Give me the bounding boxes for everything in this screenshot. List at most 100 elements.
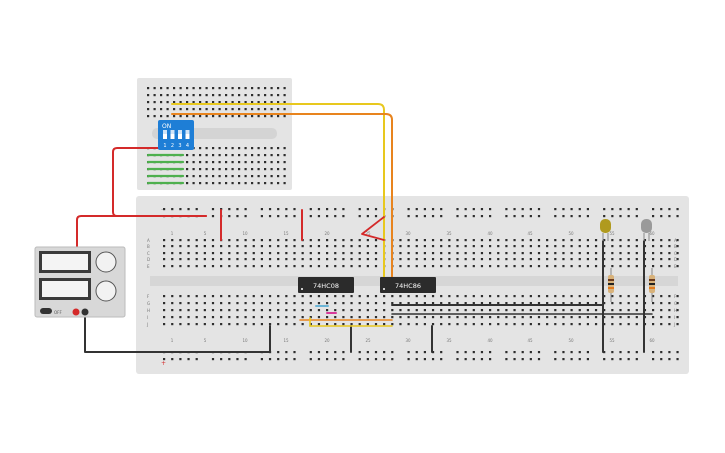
breadboard-hole[interactable] xyxy=(660,302,663,305)
breadboard-hole[interactable] xyxy=(537,302,541,305)
breadboard-hole[interactable] xyxy=(179,239,182,242)
breadboard-hole[interactable] xyxy=(586,295,589,298)
breadboard-hole[interactable] xyxy=(660,316,663,319)
breadboard-hole[interactable] xyxy=(187,258,190,261)
breadboard-hole[interactable] xyxy=(283,101,286,104)
breadboard-hole[interactable] xyxy=(399,252,402,255)
breadboard-hole[interactable] xyxy=(366,358,369,361)
breadboard-hole[interactable] xyxy=(603,302,606,305)
breadboard-hole[interactable] xyxy=(554,351,557,354)
breadboard-hole[interactable] xyxy=(537,215,541,218)
breadboard-hole[interactable] xyxy=(635,295,638,298)
breadboard-hole[interactable] xyxy=(480,208,484,211)
breadboard-hole[interactable] xyxy=(537,245,541,248)
breadboard-hole[interactable] xyxy=(277,182,280,185)
breadboard-hole[interactable] xyxy=(440,208,443,211)
breadboard-hole[interactable] xyxy=(578,358,581,361)
breadboard-hole[interactable] xyxy=(268,302,272,305)
breadboard-hole[interactable] xyxy=(260,302,263,305)
breadboard-hole[interactable] xyxy=(415,245,418,248)
breadboard-hole[interactable] xyxy=(163,258,166,261)
breadboard-hole[interactable] xyxy=(603,245,606,248)
breadboard-hole[interactable] xyxy=(431,245,435,248)
breadboard-hole[interactable] xyxy=(529,252,532,255)
breadboard-hole[interactable] xyxy=(199,182,202,185)
breadboard-hole[interactable] xyxy=(147,87,150,90)
breadboard-hole[interactable] xyxy=(594,295,598,298)
breadboard-hole[interactable] xyxy=(277,358,280,361)
breadboard-hole[interactable] xyxy=(251,108,254,111)
breadboard-hole[interactable] xyxy=(270,115,273,118)
breadboard-hole[interactable] xyxy=(431,208,435,211)
yellow-wire[interactable] xyxy=(171,103,385,283)
breadboard-hole[interactable] xyxy=(594,302,598,305)
breadboard-hole[interactable] xyxy=(257,175,260,178)
breadboard-hole[interactable] xyxy=(257,182,260,185)
breadboard-hole[interactable] xyxy=(264,175,267,178)
breadboard-hole[interactable] xyxy=(192,182,195,185)
breadboard-hole[interactable] xyxy=(521,302,524,305)
breadboard-hole[interactable] xyxy=(270,182,273,185)
breadboard-hole[interactable] xyxy=(652,316,655,319)
breadboard-hole[interactable] xyxy=(505,358,508,361)
breadboard-hole[interactable] xyxy=(277,101,280,104)
breadboard-hole[interactable] xyxy=(220,258,223,261)
breadboard-hole[interactable] xyxy=(440,358,443,361)
breadboard-hole[interactable] xyxy=(660,252,663,255)
breadboard-hole[interactable] xyxy=(407,239,410,242)
breadboard-hole[interactable] xyxy=(199,115,202,118)
breadboard-hole[interactable] xyxy=(456,351,459,354)
breadboard-hole[interactable] xyxy=(472,309,475,312)
breadboard-hole[interactable] xyxy=(399,239,402,242)
breadboard-hole[interactable] xyxy=(619,302,622,305)
breadboard-hole[interactable] xyxy=(199,154,202,157)
breadboard-hole[interactable] xyxy=(366,316,369,319)
breadboard-hole[interactable] xyxy=(326,309,329,312)
breadboard-hole[interactable] xyxy=(260,358,263,361)
breadboard-hole[interactable] xyxy=(472,358,475,361)
breadboard-hole[interactable] xyxy=(529,358,532,361)
breadboard-hole[interactable] xyxy=(268,265,272,268)
breadboard-hole[interactable] xyxy=(489,358,492,361)
breadboard-hole[interactable] xyxy=(431,358,435,361)
breadboard-hole[interactable] xyxy=(225,87,228,90)
breadboard-hole[interactable] xyxy=(163,358,166,361)
breadboard-hole[interactable] xyxy=(594,316,598,319)
breadboard-hole[interactable] xyxy=(611,358,614,361)
breadboard-hole[interactable] xyxy=(586,351,589,354)
breadboard-hole[interactable] xyxy=(586,252,589,255)
breadboard-hole[interactable] xyxy=(326,302,329,305)
breadboard-hole[interactable] xyxy=(179,265,182,268)
breadboard-hole[interactable] xyxy=(218,161,221,164)
breadboard-hole[interactable] xyxy=(187,208,190,211)
breadboard-hole[interactable] xyxy=(652,358,655,361)
breadboard-hole[interactable] xyxy=(192,154,195,157)
breadboard-hole[interactable] xyxy=(472,302,475,305)
breadboard-hole[interactable] xyxy=(179,94,182,97)
switch-key[interactable] xyxy=(185,130,190,139)
breadboard-hole[interactable] xyxy=(212,108,215,111)
breadboard-hole[interactable] xyxy=(668,245,671,248)
breadboard-hole[interactable] xyxy=(317,265,321,268)
breadboard-hole[interactable] xyxy=(179,252,182,255)
breadboard-hole[interactable] xyxy=(277,252,280,255)
breadboard-hole[interactable] xyxy=(668,323,671,326)
breadboard-hole[interactable] xyxy=(252,316,255,319)
breadboard-hole[interactable] xyxy=(270,175,273,178)
breadboard-hole[interactable] xyxy=(326,295,329,298)
breadboard-hole[interactable] xyxy=(309,309,312,312)
breadboard-hole[interactable] xyxy=(570,265,573,268)
breadboard-hole[interactable] xyxy=(220,265,223,268)
breadboard-hole[interactable] xyxy=(521,252,524,255)
breadboard-hole[interactable] xyxy=(163,302,166,305)
breadboard-hole[interactable] xyxy=(309,258,312,261)
breadboard-hole[interactable] xyxy=(431,252,435,255)
breadboard-hole[interactable] xyxy=(611,265,614,268)
breadboard-hole[interactable] xyxy=(464,351,467,354)
breadboard-hole[interactable] xyxy=(660,215,663,218)
breadboard-hole[interactable] xyxy=(383,316,386,319)
breadboard-hole[interactable] xyxy=(317,351,321,354)
breadboard-hole[interactable] xyxy=(635,245,638,248)
breadboard-hole[interactable] xyxy=(326,323,329,326)
breadboard-hole[interactable] xyxy=(270,154,273,157)
